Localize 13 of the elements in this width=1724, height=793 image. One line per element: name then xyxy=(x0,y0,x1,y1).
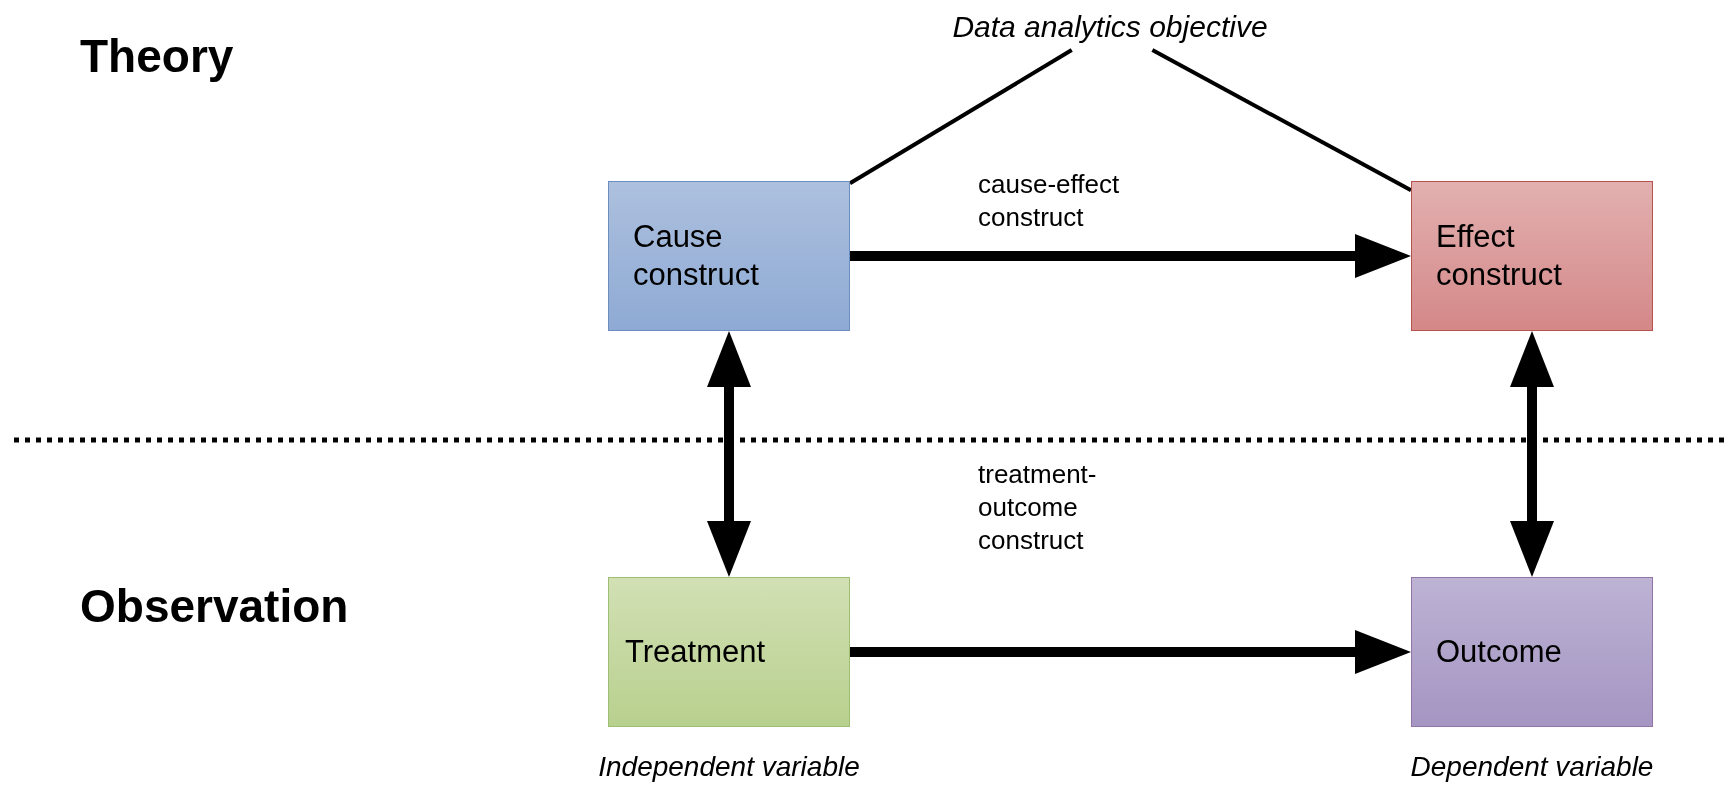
arrow xyxy=(707,331,751,577)
connector-line xyxy=(1151,48,1412,193)
connector-line xyxy=(848,48,1073,185)
level-heading: Theory xyxy=(80,29,234,84)
level-heading: Observation xyxy=(80,579,349,634)
variable-caption: Dependent variable xyxy=(1410,750,1654,784)
construct-box: Effect construct xyxy=(1411,181,1653,331)
arrow xyxy=(850,234,1411,278)
arrow xyxy=(1510,331,1554,577)
objective-label: Data analytics objective xyxy=(900,4,1320,50)
construct-box: Cause construct xyxy=(608,181,850,331)
arrow xyxy=(850,630,1411,674)
variable-caption: Independent variable xyxy=(598,750,860,784)
